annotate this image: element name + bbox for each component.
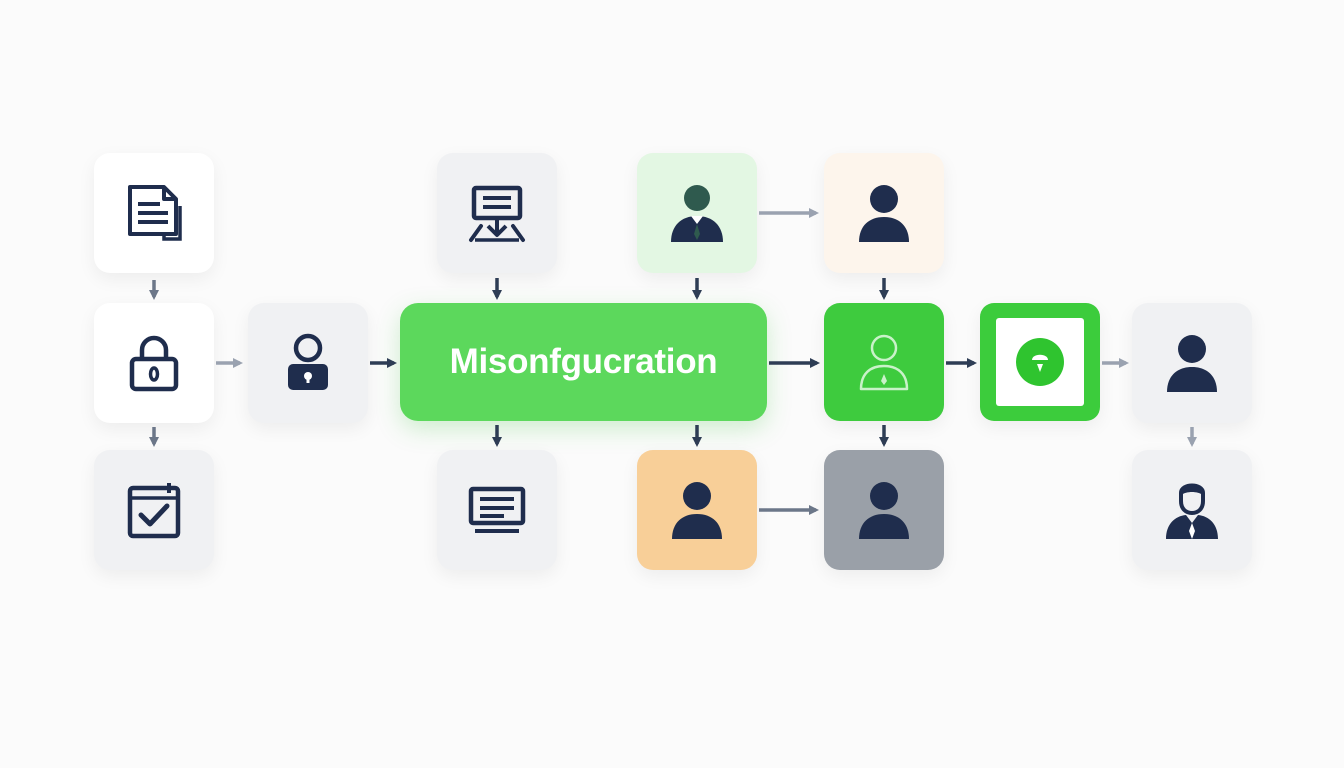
- user-icon: [669, 479, 725, 541]
- monitor-download-icon: [467, 182, 527, 244]
- user-icon: [856, 182, 912, 244]
- calendar-check-node: [94, 450, 214, 570]
- user-slate-node: [824, 450, 944, 570]
- misconfiguration-node: Misonfgucration: [400, 303, 767, 421]
- calendar-check-icon: [125, 480, 183, 540]
- user-cream-node: [824, 153, 944, 273]
- document-icon: [124, 182, 184, 244]
- status-node: [980, 303, 1100, 421]
- user-tie-green-node: [637, 153, 757, 273]
- user-lock-node: [248, 303, 368, 423]
- user-icon: [856, 479, 912, 541]
- user-outline-node: [824, 303, 944, 421]
- monitor-icon: [466, 484, 528, 536]
- user-tie-icon: [1164, 479, 1220, 541]
- user-right-node: [1132, 303, 1252, 423]
- document-node: [94, 153, 214, 273]
- user-lock-icon: [282, 332, 334, 394]
- lock-icon: [126, 333, 182, 393]
- monitor-node: [437, 450, 557, 570]
- status-frame: [996, 318, 1084, 406]
- lock-node: [94, 303, 214, 423]
- user-tie-icon: [669, 182, 725, 244]
- status-icon: [1015, 337, 1065, 387]
- user-icon: [1164, 332, 1220, 394]
- user-orange-node: [637, 450, 757, 570]
- monitor-download-node: [437, 153, 557, 273]
- user-tie-right-node: [1132, 450, 1252, 570]
- main-label: Misonfgucration: [449, 342, 718, 381]
- user-outline-icon: [856, 331, 912, 393]
